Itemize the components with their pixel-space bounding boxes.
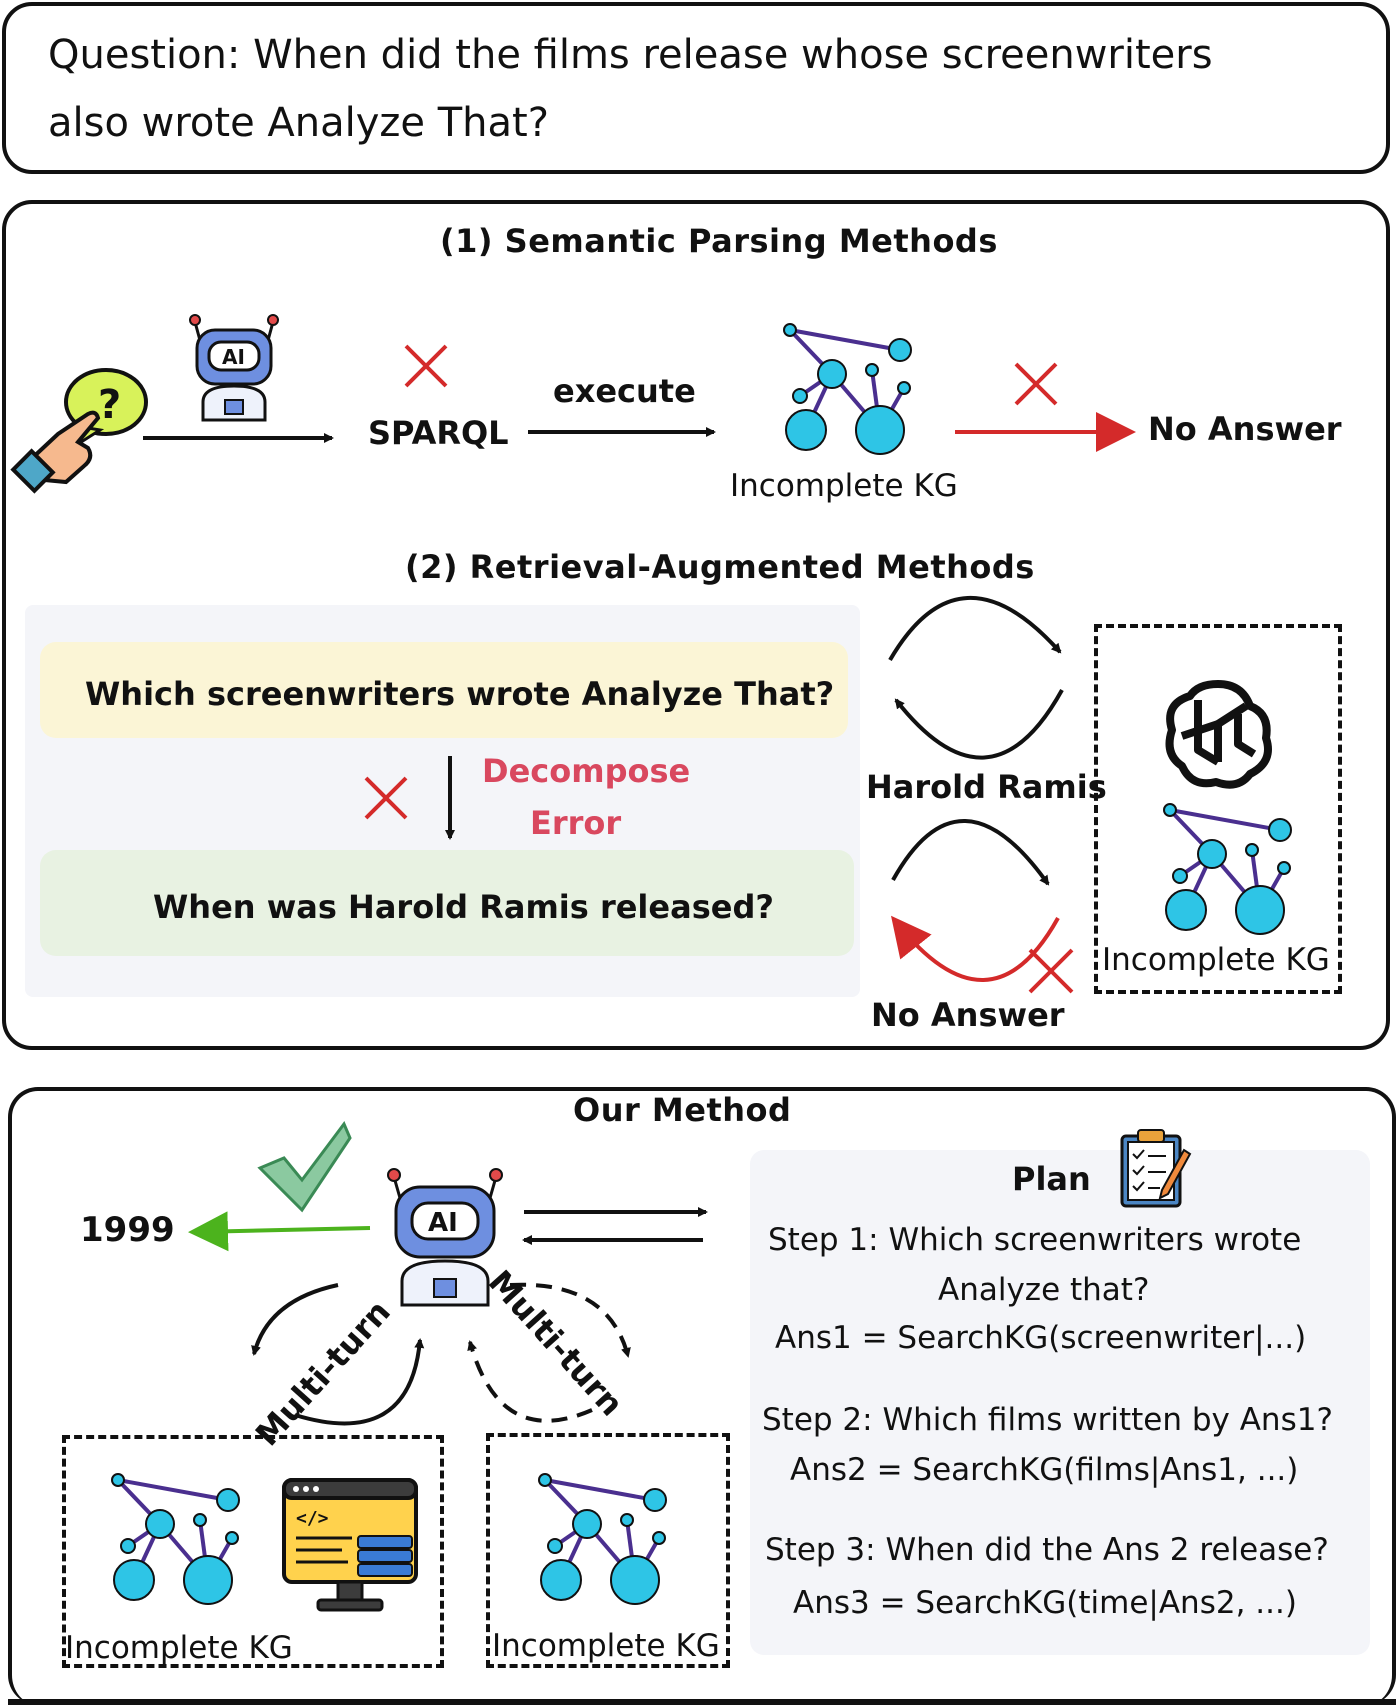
- question-line-2: also wrote Analyze That?: [48, 100, 549, 146]
- kg-box-right: [486, 1433, 730, 1668]
- our-method-panel-bottom: [8, 1699, 1396, 1705]
- semantic-parsing-title: (1) Semantic Parsing Methods: [440, 222, 998, 260]
- plan-step-3-answer: Ans3 = SearchKG(time|Ans2, ...): [793, 1585, 1297, 1621]
- robot-icon: AI: [387, 1168, 503, 1307]
- cross-icon: [404, 344, 448, 388]
- cross-icon: [1014, 362, 1058, 406]
- cross-icon: [364, 776, 408, 820]
- no-answer-label-1: No Answer: [1148, 410, 1342, 448]
- retrieval-augmented-title: (2) Retrieval-Augmented Methods: [405, 548, 1035, 586]
- incomplete-kg-label-4: Incomplete KG: [492, 1628, 720, 1664]
- final-answer: 1999: [80, 1210, 175, 1250]
- incomplete-kg-label-1: Incomplete KG: [730, 468, 958, 504]
- knowledge-graph-icon: [110, 1472, 241, 1606]
- no-answer-label-2: No Answer: [871, 996, 1065, 1034]
- robot-label: AI: [222, 345, 245, 369]
- plan-title: Plan: [1012, 1160, 1091, 1198]
- execute-label: execute: [553, 372, 696, 410]
- plan-step-2-answer: Ans2 = SearchKG(films|Ans1, ...): [790, 1452, 1299, 1488]
- sub-question-2: When was Harold Ramis released?: [153, 888, 774, 926]
- knowledge-graph-icon: [537, 1472, 668, 1606]
- clipboard-icon: [1120, 1129, 1192, 1208]
- our-method-title: Our Method: [573, 1091, 792, 1129]
- plan-step-1: Step 1: Which screenwriters wrote: [768, 1222, 1302, 1258]
- sparql-label: SPARQL: [368, 414, 509, 452]
- sub-question-1-box: [40, 642, 848, 738]
- hand-pointing-icon: ?: [10, 368, 148, 494]
- harold-ramis-label: Harold Ramis: [866, 768, 1107, 806]
- question-box: Question: When did the films release who…: [2, 2, 1390, 174]
- sub-question-2-box: [40, 850, 854, 956]
- decompose-error-line1: Decompose: [482, 752, 691, 790]
- robot-icon: AI: [189, 314, 279, 422]
- plan-step-1-cont: Analyze that?: [938, 1272, 1150, 1308]
- plan-panel: [750, 1150, 1370, 1655]
- decompose-error-line2: Error: [530, 804, 622, 842]
- incomplete-kg-label-2: Incomplete KG: [1102, 942, 1330, 978]
- code-monitor-icon: </>: [282, 1478, 418, 1612]
- robot-label: AI: [428, 1208, 458, 1238]
- plan-step-1-answer: Ans1 = SearchKG(screenwriter|...): [775, 1320, 1307, 1356]
- incomplete-kg-label-3: Incomplete KG: [65, 1630, 293, 1666]
- sub-question-1: Which screenwriters wrote Analyze That?: [85, 675, 835, 713]
- question-line-1: Question: When did the films release who…: [48, 32, 1213, 78]
- llm-kg-box: [1094, 624, 1342, 994]
- plan-step-2: Step 2: Which films written by Ans1?: [762, 1402, 1333, 1438]
- kg-tool-box: [62, 1435, 444, 1668]
- svg-text:</>: </>: [296, 1508, 329, 1529]
- check-icon: [257, 1121, 352, 1213]
- question-mark-text: ?: [98, 382, 121, 428]
- plan-step-3: Step 3: When did the Ans 2 release?: [765, 1532, 1329, 1568]
- openai-logo-icon: [1165, 680, 1272, 789]
